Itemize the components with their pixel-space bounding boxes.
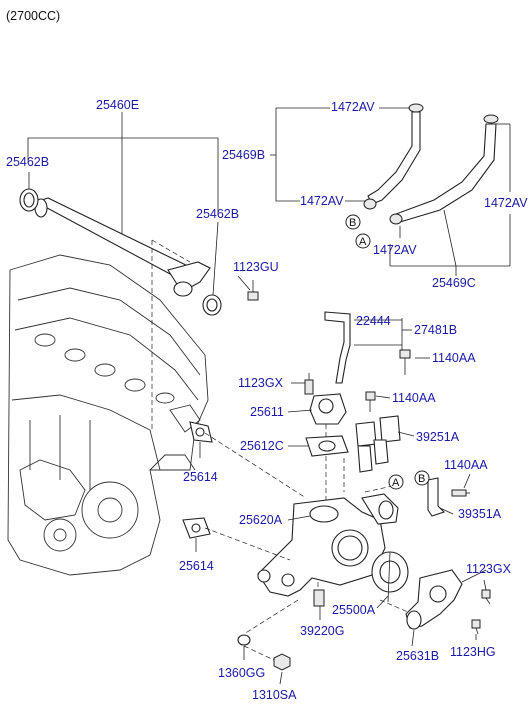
- label-1140AA-b: 1140AA: [392, 391, 436, 405]
- guide-lines: [151, 239, 409, 661]
- callout-b-top: B: [414, 470, 430, 486]
- svg-text:A: A: [392, 477, 400, 489]
- engine-block: [7, 254, 209, 576]
- label-1140AA-a: 1140AA: [432, 351, 476, 365]
- label-25620A: 25620A: [239, 513, 283, 527]
- part-labels: 25460E 25462B 25462B 1123GU 1472AV 25469…: [6, 98, 528, 702]
- svg-text:B: B: [349, 217, 356, 229]
- water-outlet-fitting: [182, 373, 349, 539]
- label-1310SA: 1310SA: [252, 688, 297, 702]
- label-39251A: 39251A: [416, 430, 460, 444]
- label-22444: 22444: [356, 314, 391, 328]
- label-25614-b: 25614: [179, 559, 214, 573]
- label-39351A: 39351A: [458, 507, 502, 521]
- svg-text:B: B: [418, 473, 425, 485]
- thermostat-housing: [257, 477, 470, 607]
- callout-b-low: B: [345, 214, 361, 230]
- label-1472AV-top: 1472AV: [331, 100, 375, 114]
- label-25469C: 25469C: [432, 276, 476, 290]
- harness-clips: [355, 415, 401, 473]
- bypass-pipe-assembly: [19, 112, 259, 316]
- label-27481B: 27481B: [414, 323, 457, 337]
- water-hoses: [270, 103, 511, 276]
- thermostat: [371, 551, 409, 603]
- label-25611: 25611: [250, 405, 284, 419]
- label-1123GX-b: 1123GX: [466, 562, 512, 576]
- label-25612C: 25612C: [240, 439, 284, 453]
- label-25462B-right: 25462B: [196, 207, 239, 221]
- label-1472AV-low: 1472AV: [373, 243, 417, 257]
- leader-lines: [195, 275, 487, 685]
- label-25631B: 25631B: [396, 649, 439, 663]
- label-25500A: 25500A: [332, 603, 376, 617]
- label-1360GG: 1360GG: [218, 666, 265, 680]
- label-25469B: 25469B: [222, 148, 265, 162]
- label-1140AA-c: 1140AA: [444, 458, 488, 472]
- sensor-bracket: [324, 311, 412, 412]
- label-1123GX-a: 1123GX: [238, 376, 284, 390]
- nut-and-washer: [237, 634, 291, 671]
- label-39220G: 39220G: [300, 624, 344, 638]
- label-1472AV-mid: 1472AV: [300, 194, 344, 208]
- thermostat-cover: [405, 569, 491, 635]
- label-1123GU: 1123GU: [233, 260, 279, 274]
- engine-variant-title: (2700CC): [6, 9, 60, 23]
- label-25460E: 25460E: [96, 98, 139, 112]
- label-1123HG: 1123HG: [450, 645, 496, 659]
- label-1472AV-right: 1472AV: [484, 196, 528, 210]
- svg-text:A: A: [359, 236, 367, 248]
- label-25614-a: 25614: [183, 470, 218, 484]
- callout-a-top: A: [388, 474, 404, 490]
- label-25462B-left: 25462B: [6, 155, 49, 169]
- callout-a-low: A: [355, 233, 371, 249]
